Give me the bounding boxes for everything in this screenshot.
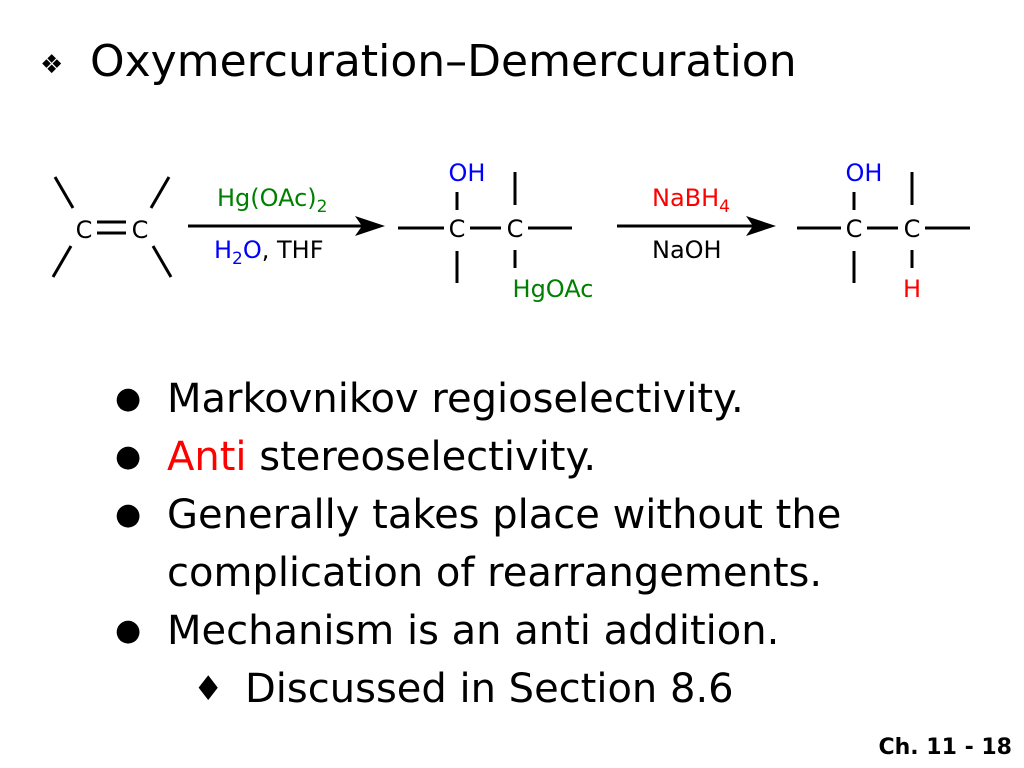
- bullet-icon: ●: [115, 381, 142, 416]
- intermediate-hgoac: HgOAc: [513, 275, 594, 303]
- intermediate-bonds: [398, 172, 572, 283]
- intermediate-carbon-left: C: [449, 215, 466, 243]
- diamond-bullet-icon: ❖: [40, 50, 64, 80]
- reaction-scheme: C C Hg(OAc)2 H2O, THF OH C C HgOAc NaBH4…: [51, 159, 970, 303]
- reagent-h2o-thf: H2O, THF: [214, 236, 324, 269]
- bullet-text: Mechanism is an anti addition.: [167, 608, 780, 654]
- alkene-carbon-left: C: [76, 216, 93, 244]
- product-oh: OH: [846, 159, 883, 187]
- bullet-item: ● Generally takes place without the comp…: [115, 486, 995, 602]
- bullet-text-line2: complication of rearrangements.: [167, 550, 823, 596]
- slide-number: Ch. 11 - 18: [878, 735, 1012, 760]
- product-carbon-right: C: [904, 215, 921, 243]
- sub-bullet-text: Discussed in Section 8.6: [245, 666, 734, 712]
- bullet-icon: ●: [115, 439, 142, 474]
- product-h: H: [903, 275, 921, 303]
- reagent-nabh4: NaBH4: [652, 184, 730, 217]
- product-carbon-left: C: [846, 215, 863, 243]
- bullet-icon: ●: [115, 497, 142, 532]
- bullet-item: ● Mechanism is an anti addition.: [115, 602, 995, 660]
- sub-bullet-item: ♦ Discussed in Section 8.6: [115, 660, 995, 718]
- alkene-carbon-right: C: [132, 216, 149, 244]
- bullet-list: ● Markovnikov regioselectivity. ● Anti s…: [115, 370, 995, 718]
- arrow-2: [617, 216, 776, 236]
- reagent-naoh: NaOH: [652, 236, 722, 264]
- bullet-item: ● Anti stereoselectivity.: [115, 428, 995, 486]
- page-title: Oxymercuration–Demercuration: [90, 36, 797, 87]
- product-bonds: [797, 172, 970, 283]
- diamond-bullet-icon: ♦: [193, 669, 224, 709]
- bullet-icon: ●: [115, 613, 142, 648]
- arrow-1: [188, 216, 385, 236]
- bullet-text-line1: Generally takes place without the: [167, 492, 842, 538]
- intermediate-carbon-right: C: [507, 215, 524, 243]
- intermediate-oh: OH: [449, 159, 486, 187]
- bullet-highlight: Anti: [167, 434, 247, 480]
- alkene: [51, 176, 173, 278]
- bullet-text: stereoselectivity.: [246, 434, 597, 480]
- bullet-text: Markovnikov regioselectivity.: [167, 376, 744, 422]
- reagent-hgoac2: Hg(OAc)2: [217, 184, 328, 217]
- bullet-item: ● Markovnikov regioselectivity.: [115, 370, 995, 428]
